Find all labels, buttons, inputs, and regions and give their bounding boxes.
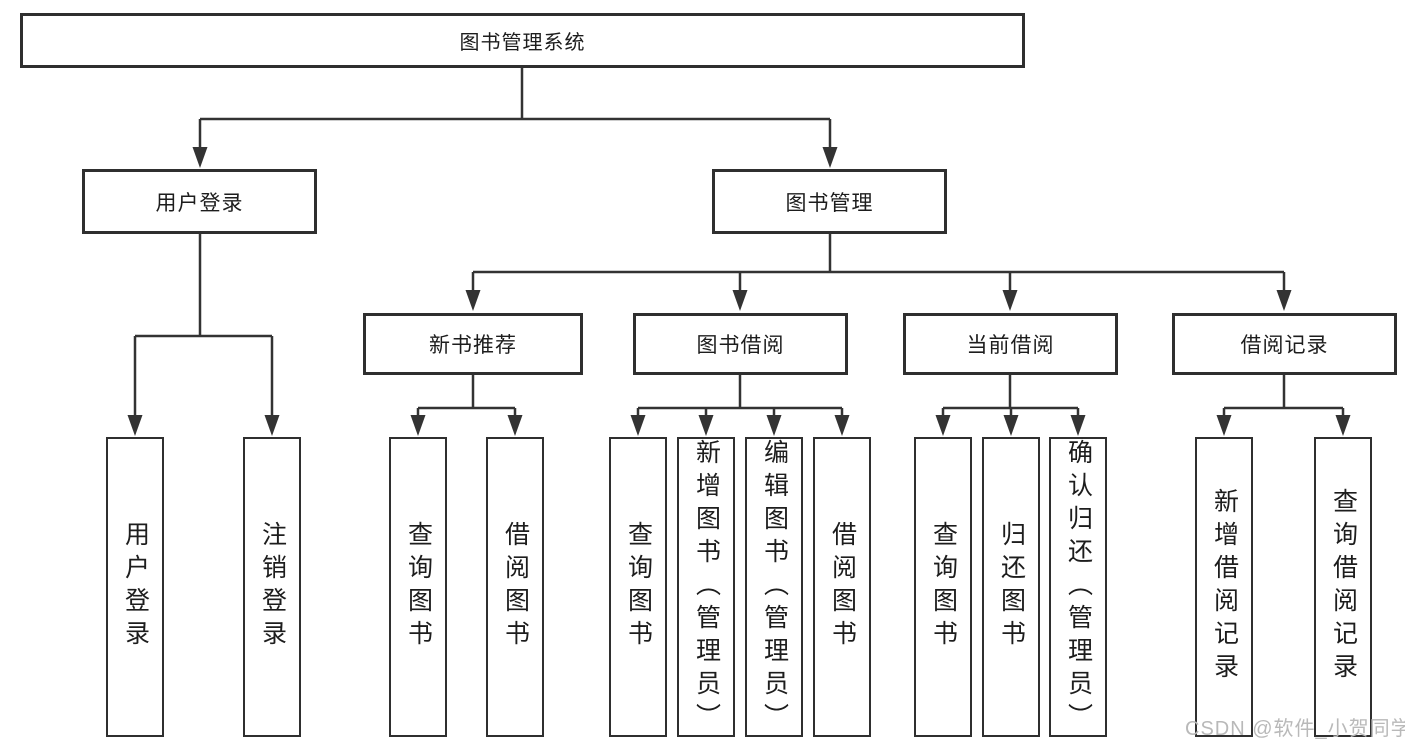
edge-book-mgmt-to-level3 [465,232,1292,311]
leaf-bb-query-books: 查询图书 [609,437,667,737]
leaf-rec-query-books-label: 查询图书 [404,521,433,653]
node-user-login: 用户登录 [82,169,317,234]
edge-user-login-to-leaves [127,232,280,436]
leaf-cb-query-books-label: 查询图书 [929,521,958,653]
leaf-cb-confirm-return-admin-label: 确认归还（管理员） [1064,439,1093,736]
edge-current-borrow-to-leaves [935,373,1086,436]
node-user-login-label: 用户登录 [155,191,244,215]
node-book-borrowing: 图书借阅 [633,313,848,375]
leaf-user-login: 用户登录 [106,437,164,737]
leaf-user-login-label: 用户登录 [121,521,150,653]
leaf-bb-edit-books-admin: 编辑图书（管理员） [745,437,803,737]
leaf-bb-edit-books-admin-label: 编辑图书（管理员） [760,439,789,736]
leaf-br-add-record-label: 新增借阅记录 [1210,488,1239,686]
node-current-borrowing: 当前借阅 [903,313,1118,375]
leaf-rec-borrow-books: 借阅图书 [486,437,544,737]
node-book-borrowing-label: 图书借阅 [696,334,785,357]
edge-borrow-records-to-leaves [1216,373,1351,436]
leaf-cb-query-books: 查询图书 [914,437,972,737]
leaf-logout: 注销登录 [243,437,301,737]
edge-root-to-level2 [192,66,838,168]
edge-new-rec-to-leaves [410,373,523,436]
leaf-logout-label: 注销登录 [258,521,287,653]
node-new-book-recommendation-label: 新书推荐 [429,334,517,357]
node-new-book-recommendation: 新书推荐 [363,313,583,375]
leaf-cb-confirm-return-admin: 确认归还（管理员） [1049,437,1107,737]
leaf-bb-add-books-admin-label: 新增图书（管理员） [692,439,721,736]
leaf-br-query-record: 查询借阅记录 [1314,437,1372,737]
node-book-management: 图书管理 [712,169,947,234]
leaf-bb-borrow-books: 借阅图书 [813,437,871,737]
node-current-borrowing-label: 当前借阅 [966,334,1055,357]
node-root-label: 图书管理系统 [459,32,586,54]
leaf-bb-query-books-label: 查询图书 [624,521,653,653]
leaf-br-add-record: 新增借阅记录 [1195,437,1253,737]
leaf-bb-borrow-books-label: 借阅图书 [828,521,857,653]
node-root-system: 图书管理系统 [20,13,1025,68]
leaf-br-query-record-label: 查询借阅记录 [1329,488,1358,686]
leaf-rec-borrow-books-label: 借阅图书 [501,521,530,653]
node-borrowing-records-label: 借阅记录 [1240,334,1329,357]
leaf-cb-return-books-label: 归还图书 [997,521,1026,653]
edge-book-borrow-to-leaves [630,373,850,436]
leaf-rec-query-books: 查询图书 [389,437,447,737]
node-borrowing-records: 借阅记录 [1172,313,1397,375]
leaf-cb-return-books: 归还图书 [982,437,1040,737]
leaf-bb-add-books-admin: 新增图书（管理员） [677,437,735,737]
node-book-management-label: 图书管理 [785,191,874,215]
csdn-watermark: CSDN @软件_小贺同学 [1185,718,1405,740]
